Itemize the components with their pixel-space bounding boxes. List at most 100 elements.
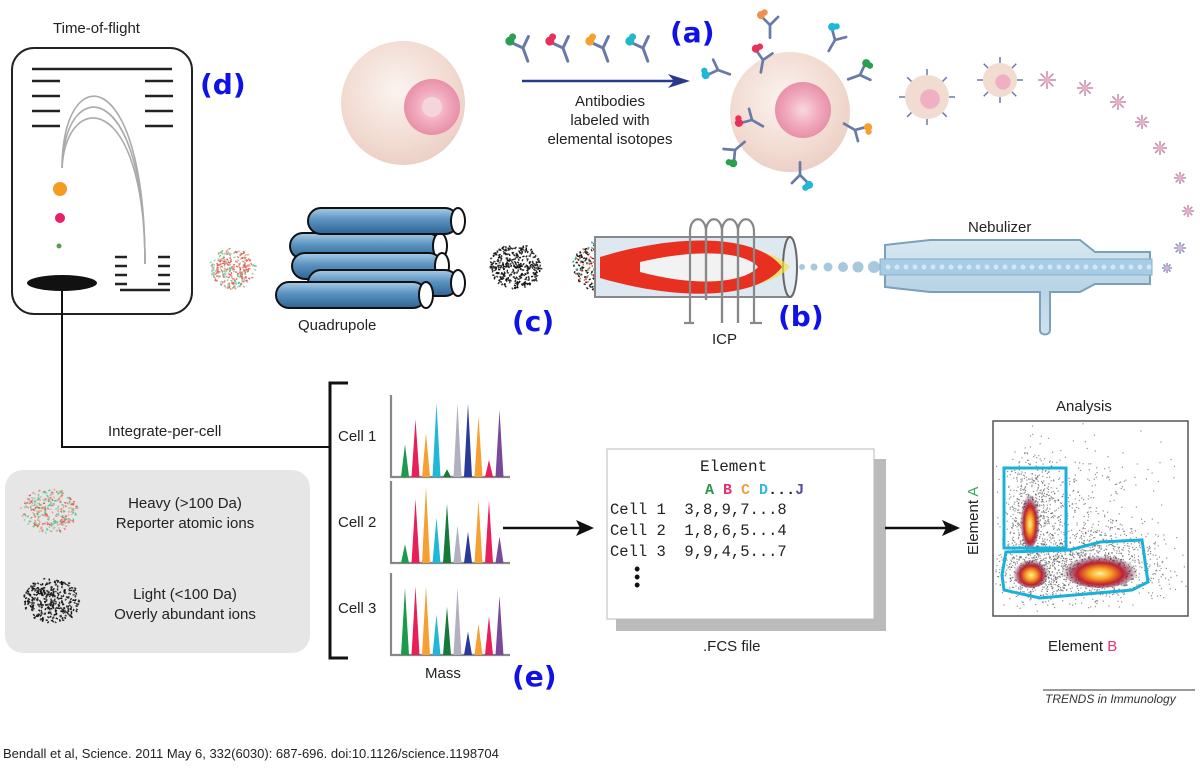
scatter-point	[1176, 537, 1178, 539]
scatter-point	[1095, 550, 1098, 552]
ion-particle	[62, 594, 65, 597]
ion-particle	[45, 528, 49, 531]
scatter-point	[1051, 537, 1054, 539]
nebulizer-droplet	[948, 264, 954, 270]
ion-particle	[513, 247, 516, 250]
scatter-point	[998, 572, 1001, 574]
scatter-point	[1049, 583, 1051, 585]
ion-particle	[32, 587, 36, 590]
scatter-point	[1144, 569, 1146, 572]
ion-particle	[517, 269, 520, 272]
scatter-point	[1074, 474, 1076, 476]
scatter-point	[1092, 523, 1094, 525]
ion-particle	[493, 277, 496, 280]
scatter-point	[1061, 554, 1063, 556]
nebulizer-droplet	[975, 264, 981, 270]
ion-particle	[520, 252, 523, 255]
scatter-point	[1045, 470, 1047, 472]
scatter-point	[1079, 469, 1082, 471]
scatter-point	[1063, 557, 1065, 560]
ion-particle	[55, 617, 59, 620]
ion-particle	[216, 270, 220, 273]
scatter-point	[1138, 573, 1140, 575]
scatter-point	[1048, 562, 1051, 564]
ion-particle	[43, 522, 46, 525]
shrinking-cell-icon	[1162, 263, 1172, 273]
ion-particle	[29, 500, 33, 504]
scatter-point	[1081, 602, 1083, 604]
scatter-point	[1087, 516, 1089, 518]
ion-particle	[56, 585, 59, 588]
ion-particle	[55, 500, 58, 503]
scatter-point	[1093, 548, 1095, 550]
ion-particle	[28, 593, 31, 597]
ion-particle	[62, 523, 65, 526]
ion-particle	[66, 596, 69, 599]
scatter-point	[1133, 549, 1135, 551]
ion-particle	[584, 259, 587, 262]
scatter-point	[1050, 581, 1052, 583]
ion-particle	[244, 259, 247, 262]
ion-particle	[53, 488, 56, 491]
scatter-point	[1060, 557, 1062, 559]
scatter-point	[1011, 566, 1013, 569]
ion-particle	[72, 500, 76, 503]
scatter-point	[1054, 501, 1056, 503]
ion-particle	[585, 269, 588, 272]
ion-particle	[46, 593, 49, 596]
ion-particle	[59, 597, 63, 600]
ion-particle	[243, 264, 246, 267]
scatter-point	[1074, 510, 1076, 512]
scatter-point	[1082, 591, 1084, 594]
scatter-point	[1083, 540, 1085, 542]
scatter-point	[1035, 545, 1038, 547]
ion-particle	[39, 527, 43, 530]
scatter-point	[1083, 535, 1085, 537]
scatter-point	[1008, 485, 1010, 487]
scatter-point	[1021, 601, 1023, 603]
scatter-point	[1075, 533, 1077, 536]
scatter-point	[1037, 554, 1039, 556]
ion-particle	[47, 498, 50, 502]
scatter-point	[1090, 506, 1092, 509]
scatter-point	[1078, 549, 1080, 551]
scatter-point	[1053, 574, 1055, 576]
scatter-point	[1056, 553, 1058, 555]
scatter-point	[1038, 496, 1040, 498]
ion-particle	[532, 256, 535, 259]
ion-particle	[585, 251, 589, 254]
scatter-point	[1022, 544, 1025, 546]
scatter-point	[1044, 554, 1046, 556]
ion-particle	[54, 610, 57, 613]
scatter-point	[1029, 554, 1032, 556]
scatter-point	[1013, 532, 1015, 535]
ion-particle	[226, 250, 230, 254]
scatter-point	[1043, 488, 1046, 490]
scatter-point	[1031, 477, 1033, 479]
scatter-point	[1046, 532, 1048, 534]
scatter-point	[1021, 495, 1023, 497]
ion-particle	[30, 589, 34, 592]
ion-particle	[508, 278, 511, 282]
ion-particle	[58, 529, 62, 532]
scatter-point	[1130, 537, 1132, 539]
scatter-point	[1118, 528, 1120, 530]
antibody-icon	[625, 33, 650, 63]
scatter-point	[1138, 579, 1140, 581]
scatter-point	[1037, 476, 1039, 478]
scatter-point	[1147, 553, 1149, 556]
ion-particle	[216, 267, 219, 270]
scatter-point	[1020, 495, 1022, 497]
scatter-point	[1060, 552, 1062, 554]
scatter-point	[1075, 503, 1077, 505]
scatter-point	[1061, 589, 1063, 592]
scatter-point	[1045, 601, 1047, 603]
x-axis-label-letter: B	[1107, 638, 1118, 655]
scatter-point	[1014, 510, 1016, 512]
scatter-point	[1148, 547, 1150, 550]
scatter-point	[1119, 523, 1121, 525]
ion-particle	[526, 250, 529, 254]
ion-particle	[588, 278, 592, 281]
scatter-point	[1062, 560, 1064, 562]
ion-particle	[246, 253, 250, 256]
